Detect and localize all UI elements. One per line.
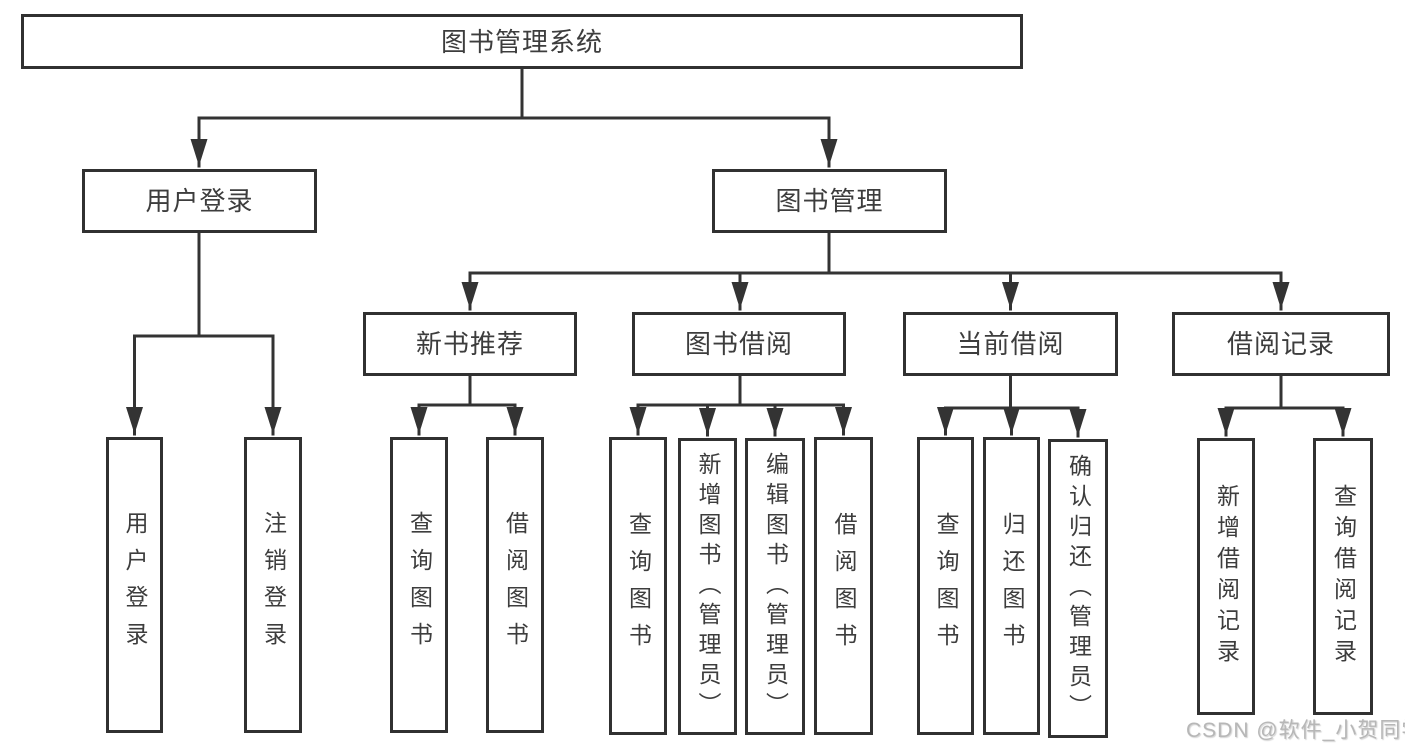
- leaf-logout: 注销登录: [244, 437, 302, 733]
- node-root: 图书管理系统: [21, 14, 1023, 69]
- connector-current-borrow-rail: [944, 372, 1080, 410]
- leaf-bb-borrow-books-label: 借阅图书: [831, 512, 857, 660]
- leaf-bb-add-books-admin-label: 新增图书（管理员）: [695, 451, 721, 722]
- leaf-br-query-record: 查询借阅记录: [1313, 438, 1373, 715]
- leaf-br-query-record-label: 查询借阅记录: [1330, 483, 1357, 670]
- connector-book-management-rail: [468, 229, 1283, 275]
- node-book-management: 图书管理: [712, 169, 947, 233]
- leaf-cb-confirm-return-admin-label: 确认归还（管理员）: [1065, 453, 1092, 724]
- leaf-cb-query-books-label: 查询图书: [933, 512, 959, 660]
- node-book-borrow-label: 图书借阅: [684, 329, 793, 359]
- leaf-cb-return-books-label: 归还图书: [999, 512, 1025, 660]
- leaf-bb-query-books-label: 查询图书: [625, 512, 652, 660]
- leaf-bb-query-books: 查询图书: [609, 437, 667, 735]
- node-new-book-recommend-label: 新书推荐: [415, 329, 524, 359]
- leaf-nbr-borrow-books: 借阅图书: [486, 437, 544, 733]
- node-user-login-label: 用户登录: [145, 186, 254, 216]
- leaf-user-login: 用户登录: [106, 437, 163, 733]
- leaf-br-add-record-label: 新增借阅记录: [1213, 483, 1240, 670]
- node-book-borrow: 图书借阅: [632, 312, 846, 376]
- connector-borrow-records-rail: [1224, 372, 1345, 410]
- leaf-nbr-borrow-books-label: 借阅图书: [502, 511, 529, 659]
- leaf-bb-edit-books-admin-label: 编辑图书（管理员）: [762, 451, 789, 722]
- node-new-book-recommend: 新书推荐: [363, 312, 577, 376]
- leaf-cb-query-books: 查询图书: [917, 437, 974, 735]
- node-current-borrow-label: 当前借阅: [956, 329, 1065, 359]
- node-book-management-label: 图书管理: [775, 186, 884, 216]
- node-root-label: 图书管理系统: [440, 26, 603, 57]
- node-current-borrow: 当前借阅: [903, 312, 1118, 376]
- connector-group: [126, 64, 1352, 438]
- leaf-br-add-record: 新增借阅记录: [1197, 438, 1255, 715]
- leaf-bb-edit-books-admin: 编辑图书（管理员）: [745, 438, 805, 735]
- leaf-user-login-label: 用户登录: [122, 511, 148, 659]
- leaf-nbr-query-books-label: 查询图书: [406, 511, 433, 659]
- leaf-cb-confirm-return-admin: 确认归还（管理员）: [1048, 439, 1108, 738]
- leaf-logout-label: 注销登录: [260, 511, 287, 659]
- leaf-bb-add-books-admin: 新增图书（管理员）: [678, 438, 737, 735]
- node-borrow-records: 借阅记录: [1172, 312, 1390, 376]
- leaf-nbr-query-books: 查询图书: [390, 437, 448, 733]
- leaf-cb-return-books: 归还图书: [983, 437, 1040, 735]
- node-borrow-records-label: 借阅记录: [1226, 329, 1335, 359]
- connector-new-book-rec-rail: [417, 372, 517, 407]
- connector-root-rail: [197, 64, 831, 120]
- csdn-watermark: CSDN @软件_小贺同学: [1186, 719, 1405, 742]
- connector-book-borrow-rail: [636, 372, 845, 407]
- leaf-bb-borrow-books: 借阅图书: [814, 437, 873, 735]
- connector-user-login-rail: [133, 229, 275, 338]
- node-user-login: 用户登录: [82, 169, 317, 233]
